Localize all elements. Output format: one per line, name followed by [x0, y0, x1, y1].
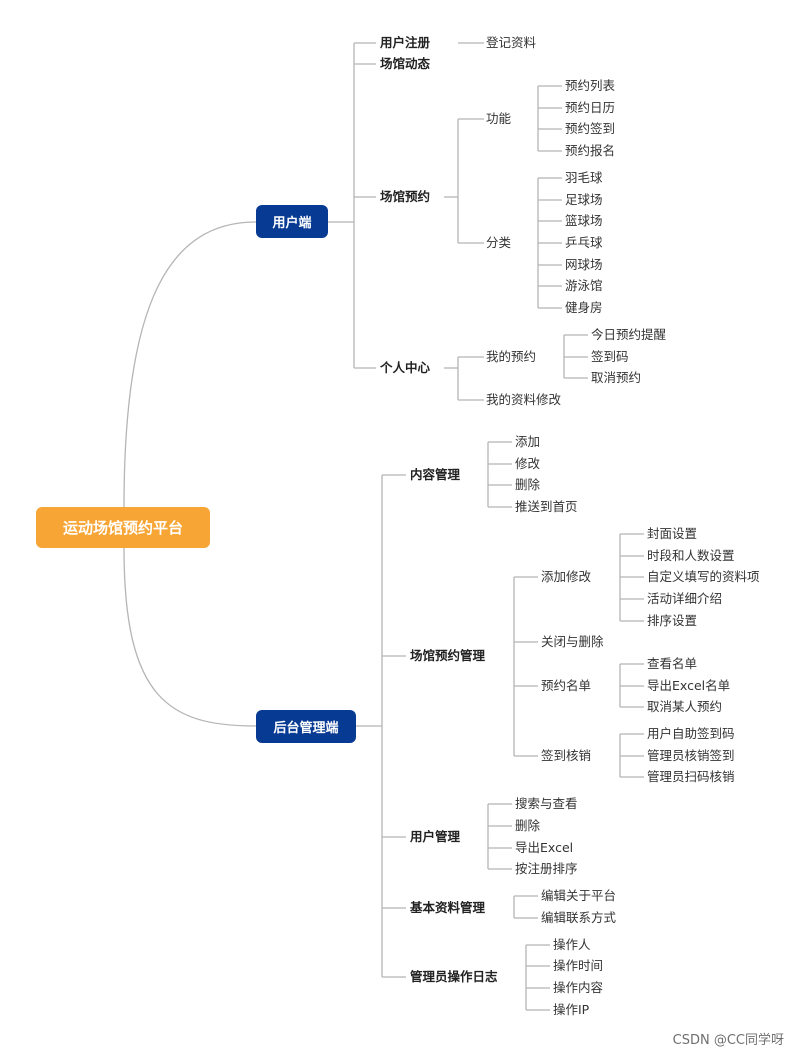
venue-booking-node: 场馆预约	[380, 189, 431, 204]
checkin-item: 用户自助签到码	[647, 726, 735, 741]
function-item: 预约列表	[565, 78, 616, 93]
admin-log-node: 管理员操作日志	[410, 969, 498, 984]
user-management-item: 搜索与查看	[515, 796, 578, 811]
content-item: 添加	[515, 434, 541, 449]
booking-list-node: 预约名单	[541, 678, 592, 693]
function-item: 预约日历	[565, 100, 616, 115]
personal-center-node: 个人中心	[380, 360, 431, 375]
content-management-node: 内容管理	[410, 467, 461, 482]
category-item: 健身房	[565, 300, 603, 315]
admin-log-item: 操作内容	[553, 980, 604, 995]
profile-edit-node: 我的资料修改	[486, 392, 562, 407]
admin-log-item: 操作IP	[553, 1002, 590, 1017]
add-edit-item: 时段和人数设置	[647, 548, 735, 563]
admin-log-item: 操作时间	[553, 958, 604, 973]
basic-info-item: 编辑关于平台	[541, 888, 617, 903]
user-management-item: 导出Excel	[515, 840, 574, 855]
venue-news-node: 场馆动态	[380, 56, 431, 71]
checkin-item: 管理员扫码核销	[647, 769, 735, 784]
my-booking-item: 取消预约	[591, 370, 642, 385]
category-item: 网球场	[565, 257, 603, 272]
root-node: 运动场馆预约平台	[36, 507, 210, 548]
category-item: 游泳馆	[565, 278, 603, 293]
user-branch-node: 用户端	[256, 205, 328, 238]
category-item: 乒乓球	[565, 235, 603, 250]
venue-management-node: 场馆预约管理	[410, 648, 486, 663]
function-item: 预约报名	[565, 143, 616, 158]
category-node: 分类	[486, 235, 512, 250]
basic-info-item: 编辑联系方式	[541, 910, 617, 925]
my-booking-item: 今日预约提醒	[591, 327, 667, 342]
function-item: 预约签到	[565, 121, 616, 136]
my-booking-item: 签到码	[591, 349, 629, 364]
category-item: 羽毛球	[565, 170, 603, 185]
connector-root-admin	[123, 547, 257, 727]
user-register-node: 用户注册	[380, 35, 431, 50]
user-management-item: 按注册排序	[515, 861, 578, 876]
register-detail-node: 登记资料	[486, 35, 537, 50]
checkin-item: 管理员核销签到	[647, 748, 735, 763]
close-delete-node: 关闭与删除	[541, 634, 604, 649]
function-node: 功能	[486, 111, 512, 126]
booking-list-item: 导出Excel名单	[647, 678, 731, 693]
basic-info-node: 基本资料管理	[410, 900, 486, 915]
my-booking-node: 我的预约	[486, 349, 537, 364]
content-item: 删除	[515, 477, 541, 492]
user-management-item: 删除	[515, 818, 541, 833]
user-management-node: 用户管理	[410, 829, 461, 844]
checkin-node: 签到核销	[541, 748, 592, 763]
content-item: 修改	[515, 456, 541, 471]
booking-list-item: 取消某人预约	[647, 699, 723, 714]
admin-branch-node: 后台管理端	[256, 710, 356, 743]
category-item: 足球场	[565, 192, 603, 207]
connector-root-user	[123, 221, 257, 508]
watermark: CSDN @CC同学呀	[672, 1033, 784, 1048]
add-edit-node: 添加修改	[541, 569, 592, 584]
admin-log-item: 操作人	[553, 937, 591, 952]
add-edit-item: 排序设置	[647, 613, 698, 628]
booking-list-item: 查看名单	[647, 656, 698, 671]
content-item: 推送到首页	[515, 499, 578, 514]
add-edit-item: 封面设置	[647, 526, 698, 541]
add-edit-item: 活动详细介绍	[647, 591, 723, 606]
add-edit-item: 自定义填写的资料项	[647, 569, 760, 584]
category-item: 篮球场	[565, 213, 603, 228]
